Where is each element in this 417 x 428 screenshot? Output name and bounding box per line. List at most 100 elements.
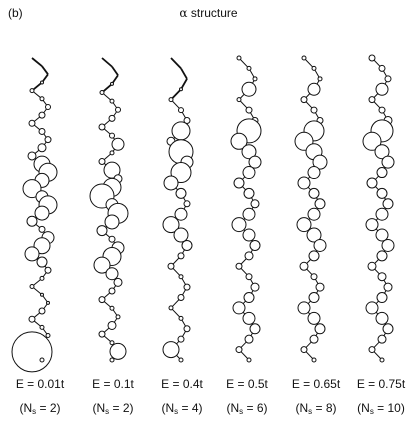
site-circle xyxy=(107,320,117,330)
site-circle xyxy=(178,107,184,114)
site-circle xyxy=(175,187,187,199)
site-circle xyxy=(11,331,53,373)
site-circle xyxy=(177,252,185,260)
ns-label: (Ns = 2) xyxy=(92,401,134,416)
ns-label: (Ns = 10) xyxy=(357,401,405,416)
chain-6 xyxy=(362,54,395,363)
site-circle xyxy=(98,123,106,131)
site-circle xyxy=(162,216,180,234)
site-circle xyxy=(163,175,179,191)
site-circle xyxy=(111,137,125,151)
site-circle xyxy=(314,323,326,335)
site-circle xyxy=(98,158,106,166)
site-circle xyxy=(108,287,116,295)
site-circle xyxy=(308,292,320,304)
site-circle xyxy=(368,346,376,354)
site-circle xyxy=(249,323,261,335)
site-circle xyxy=(308,187,320,199)
site-circle xyxy=(243,187,255,199)
site-circle xyxy=(232,301,246,315)
site-circle xyxy=(250,282,260,292)
site-circle xyxy=(309,334,319,344)
site-circle xyxy=(244,251,254,261)
site-circle xyxy=(93,256,111,274)
site-circle xyxy=(162,341,180,359)
site-circle xyxy=(365,218,379,232)
site-circle xyxy=(109,150,115,156)
energy-label: E = 0.01t xyxy=(15,377,65,391)
site-circle xyxy=(362,131,382,151)
site-circle xyxy=(45,103,51,110)
site-circle xyxy=(183,116,191,124)
site-circle xyxy=(96,225,108,237)
energy-label: E = 0.75t xyxy=(356,377,406,391)
site-circle xyxy=(252,76,258,82)
bond-line xyxy=(101,57,113,68)
ns-label: (Ns = 2) xyxy=(19,401,61,416)
chain-1 xyxy=(11,57,58,373)
energy-label: E = 0.5t xyxy=(226,377,268,391)
site-circle xyxy=(38,111,46,119)
site-circle xyxy=(246,357,252,363)
site-circle xyxy=(29,284,35,290)
site-circle xyxy=(233,177,245,189)
site-circle xyxy=(376,167,388,179)
site-circle xyxy=(38,307,46,315)
site-circle xyxy=(45,333,51,339)
title-symbol: α xyxy=(179,6,188,20)
site-circle xyxy=(301,55,307,61)
panel-label: (b) xyxy=(8,6,23,20)
site-circle xyxy=(310,106,318,114)
site-circle xyxy=(311,357,317,363)
site-circle xyxy=(245,106,253,114)
site-circle xyxy=(307,207,321,221)
figure-title: α structure xyxy=(0,6,417,20)
site-circle xyxy=(244,334,254,344)
site-circle xyxy=(375,311,389,325)
site-circle xyxy=(376,250,388,262)
bond-line xyxy=(170,57,182,70)
site-circle xyxy=(39,357,45,363)
site-circle xyxy=(38,225,46,233)
site-circle xyxy=(181,239,193,251)
site-circle xyxy=(375,228,389,242)
caption-chain-4: E = 0.5t (Ns = 6) xyxy=(212,377,282,419)
site-circle xyxy=(37,143,47,153)
site-circle xyxy=(29,88,35,94)
site-circle xyxy=(115,314,121,320)
site-circle xyxy=(231,217,247,233)
site-circle xyxy=(365,301,379,315)
site-circle xyxy=(34,205,50,221)
site-circle xyxy=(246,65,252,71)
site-circle xyxy=(300,96,308,104)
site-circle xyxy=(104,214,120,230)
bond-line xyxy=(180,78,188,90)
site-circle xyxy=(236,55,242,61)
site-circle xyxy=(242,207,256,221)
site-circle xyxy=(381,238,395,252)
site-circle xyxy=(105,267,119,281)
site-circle xyxy=(384,75,392,83)
site-circle xyxy=(179,87,183,92)
site-circle xyxy=(235,346,243,354)
site-circle xyxy=(312,154,328,170)
site-circle xyxy=(243,292,255,304)
caption-chain-6: E = 0.75t (Ns = 10) xyxy=(346,377,416,419)
site-circle xyxy=(183,283,191,291)
chain-2 xyxy=(89,57,129,363)
site-circle xyxy=(109,342,127,360)
bond-line xyxy=(111,66,119,76)
chain-3 xyxy=(162,57,194,363)
site-circle xyxy=(39,96,45,102)
site-circle xyxy=(183,200,191,208)
site-circle xyxy=(250,199,260,209)
site-circle xyxy=(109,305,115,311)
site-circle xyxy=(311,65,317,71)
site-circle xyxy=(315,282,325,292)
site-circle xyxy=(44,266,52,274)
site-circle xyxy=(110,81,114,86)
site-circle xyxy=(376,292,388,304)
caption-chain-2: E = 0.1t (Ns = 2) xyxy=(78,377,148,419)
site-circle xyxy=(108,114,116,122)
